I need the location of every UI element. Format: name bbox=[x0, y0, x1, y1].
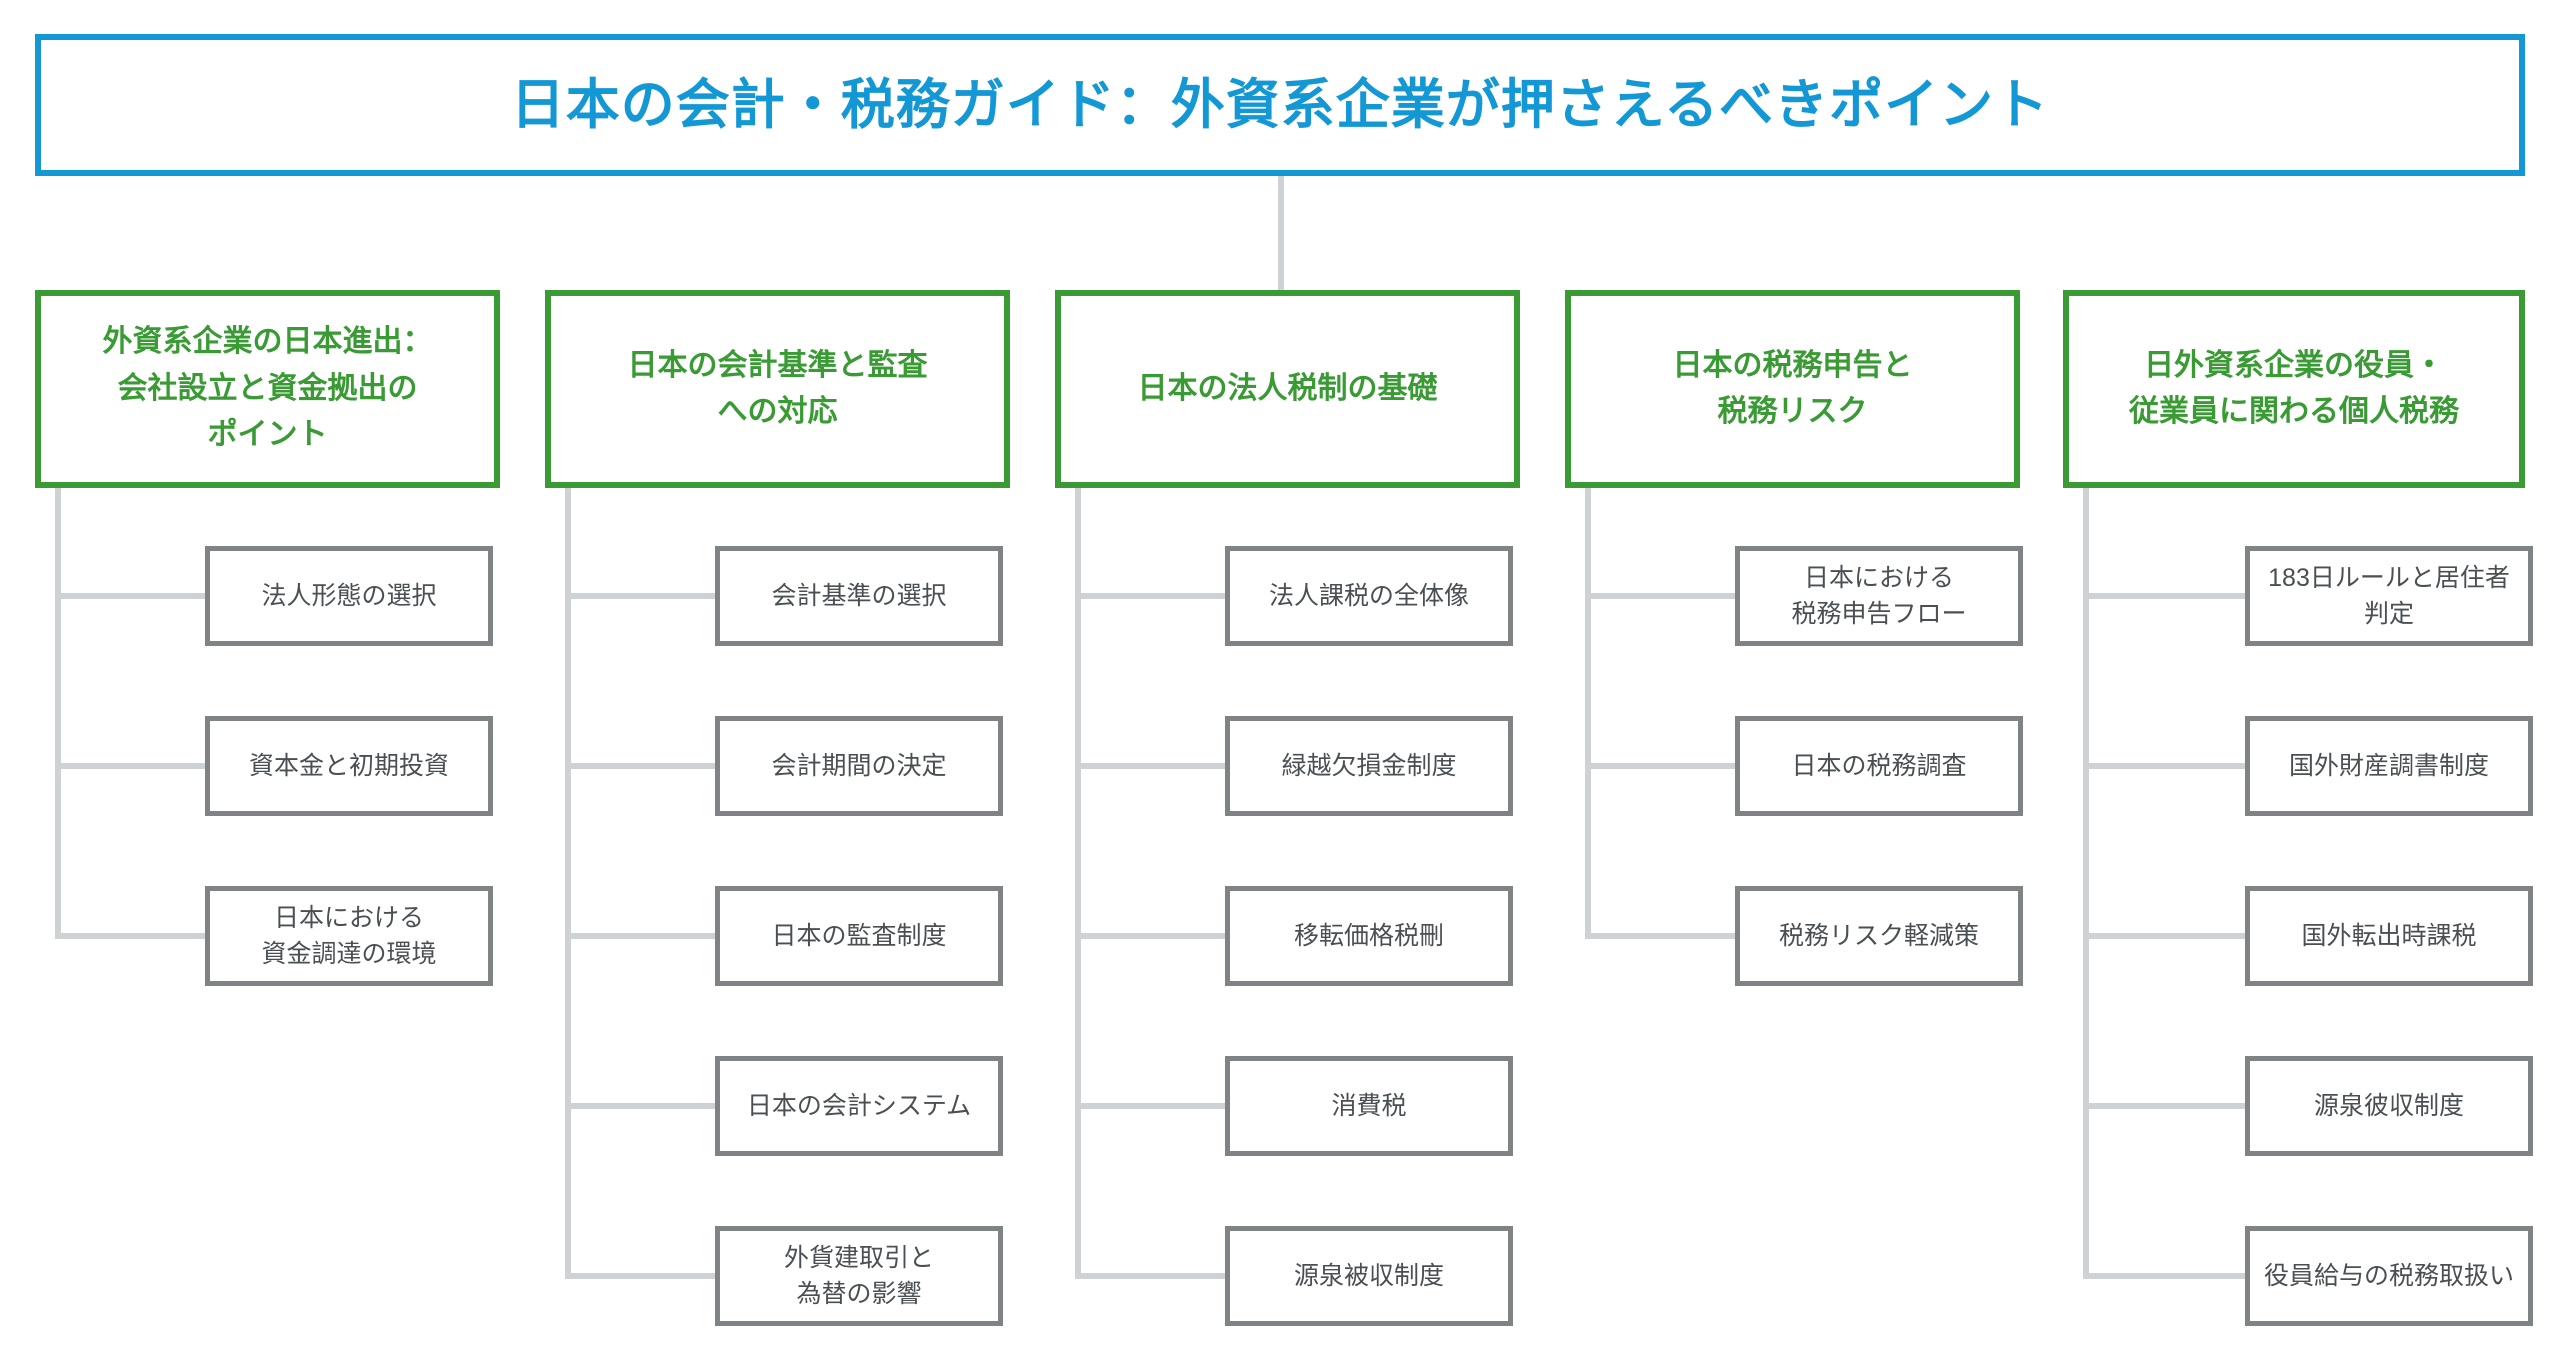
leaf-label: 国外転出時課税 bbox=[2301, 921, 2477, 950]
leaf-connector-line bbox=[1075, 593, 1225, 599]
leaf-connector-line bbox=[565, 1103, 715, 1109]
leaf-box[interactable]: 183日ルールと居住者判定 bbox=[2245, 546, 2533, 646]
leaf-box[interactable]: 国外転出時課税 bbox=[2245, 886, 2533, 986]
leaf-box[interactable]: 緑越欠損金制度 bbox=[1225, 716, 1513, 816]
leaf-connector-line bbox=[2083, 933, 2245, 939]
leaf-box[interactable]: 税務リスク軽減策 bbox=[1735, 886, 2023, 986]
leaf-connector-line bbox=[55, 933, 205, 939]
leaf-box[interactable]: 日本の監査制度 bbox=[715, 886, 1003, 986]
leaf-box[interactable]: 会計期間の決定 bbox=[715, 716, 1003, 816]
leaf-label: 日本における資金調達の環境 bbox=[261, 903, 437, 968]
leaf-box[interactable]: 日本の会計システム bbox=[715, 1056, 1003, 1156]
leaf-label: 税務リスク軽減策 bbox=[1778, 921, 1979, 950]
branch-trunk-line-4 bbox=[1585, 488, 1591, 936]
chart-title-box: 日本の会計・税務ガイド：外資系企業が押さえるべきポイント bbox=[35, 34, 2525, 176]
leaf-box[interactable]: 国外財産調書制度 bbox=[2245, 716, 2533, 816]
leaf-label: 日本の監査制度 bbox=[771, 921, 947, 950]
leaf-label: 外貨建取引と為替の影響 bbox=[783, 1243, 934, 1308]
leaf-connector-line bbox=[1585, 763, 1735, 769]
leaf-connector-line bbox=[1075, 763, 1225, 769]
leaf-label: 会計期間の決定 bbox=[771, 751, 947, 780]
leaf-connector-line bbox=[565, 593, 715, 599]
leaf-label: 法人形態の選択 bbox=[261, 581, 437, 610]
leaf-label: 源泉被収制度 bbox=[1293, 1261, 1444, 1290]
leaf-label: 183日ルールと居住者判定 bbox=[2268, 563, 2510, 628]
branch-box-3[interactable]: 日本の法人税制の基礎 bbox=[1055, 290, 1520, 488]
leaf-label: 消費税 bbox=[1331, 1091, 1407, 1120]
leaf-box[interactable]: 会計基準の選択 bbox=[715, 546, 1003, 646]
leaf-connector-line bbox=[2083, 1103, 2245, 1109]
leaf-label: 役員給与の税務取扱い bbox=[2263, 1261, 2514, 1290]
leaf-connector-line bbox=[1075, 1273, 1225, 1279]
branch-trunk-line-3 bbox=[1075, 488, 1081, 1276]
branch-label-1: 外資系企業の日本進出：会社設立と資金拠出のポイント bbox=[102, 325, 433, 452]
branch-trunk-line-5 bbox=[2083, 488, 2089, 1276]
leaf-connector-line bbox=[2083, 1273, 2245, 1279]
branch-label-5: 日外資系企業の役員・従業員に関わる個人税務 bbox=[2129, 348, 2459, 429]
root-connector-line bbox=[1278, 176, 1284, 290]
leaf-box[interactable]: 源泉被収制度 bbox=[1225, 1226, 1513, 1326]
leaf-connector-line bbox=[55, 763, 205, 769]
branch-label-2: 日本の会計基準と監査への対応 bbox=[627, 348, 928, 429]
branch-box-5[interactable]: 日外資系企業の役員・従業員に関わる個人税務 bbox=[2063, 290, 2525, 488]
branch-label-4: 日本の税務申告と税務リスク bbox=[1672, 348, 1913, 429]
leaf-connector-line bbox=[565, 933, 715, 939]
leaf-box[interactable]: 法人形態の選択 bbox=[205, 546, 493, 646]
leaf-label: 日本の会計システム bbox=[746, 1091, 972, 1120]
leaf-connector-line bbox=[565, 763, 715, 769]
leaf-box[interactable]: 日本における税務申告フロー bbox=[1735, 546, 2023, 646]
leaf-box[interactable]: 外貨建取引と為替の影響 bbox=[715, 1226, 1003, 1326]
leaf-box[interactable]: 日本における資金調達の環境 bbox=[205, 886, 493, 986]
leaf-label: 源泉彼収制度 bbox=[2313, 1091, 2464, 1120]
leaf-box[interactable]: 役員給与の税務取扱い bbox=[2245, 1226, 2533, 1326]
leaf-connector-line bbox=[1585, 593, 1735, 599]
leaf-connector-line bbox=[1075, 1103, 1225, 1109]
leaf-connector-line bbox=[565, 1273, 715, 1279]
leaf-box[interactable]: 移転価格税刪 bbox=[1225, 886, 1513, 986]
leaf-label: 移転価格税刪 bbox=[1293, 921, 1444, 950]
leaf-connector-line bbox=[2083, 763, 2245, 769]
leaf-label: 法人課税の全体像 bbox=[1268, 581, 1469, 610]
leaf-connector-line bbox=[55, 593, 205, 599]
leaf-label: 緑越欠損金制度 bbox=[1281, 751, 1457, 780]
leaf-box[interactable]: 日本の税務調査 bbox=[1735, 716, 2023, 816]
leaf-connector-line bbox=[1075, 933, 1225, 939]
chart-title-text: 日本の会計・税務ガイド：外資系企業が押さえるべきポイント bbox=[510, 74, 2050, 135]
leaf-label: 日本における税務申告フロー bbox=[1791, 563, 1967, 628]
leaf-label: 日本の税務調査 bbox=[1791, 751, 1967, 780]
branch-box-4[interactable]: 日本の税務申告と税務リスク bbox=[1565, 290, 2020, 488]
leaf-label: 国外財産調書制度 bbox=[2288, 751, 2489, 780]
leaf-connector-line bbox=[1585, 933, 1735, 939]
branch-box-1[interactable]: 外資系企業の日本進出：会社設立と資金拠出のポイント bbox=[35, 290, 500, 488]
leaf-box[interactable]: 消費税 bbox=[1225, 1056, 1513, 1156]
branch-trunk-line-1 bbox=[55, 488, 61, 936]
leaf-label: 資本金と初期投資 bbox=[248, 751, 449, 780]
leaf-label: 会計基準の選択 bbox=[771, 581, 947, 610]
leaf-connector-line bbox=[2083, 593, 2245, 599]
leaf-box[interactable]: 源泉彼収制度 bbox=[2245, 1056, 2533, 1156]
branch-box-2[interactable]: 日本の会計基準と監査への対応 bbox=[545, 290, 1010, 488]
leaf-box[interactable]: 資本金と初期投資 bbox=[205, 716, 493, 816]
branch-trunk-line-2 bbox=[565, 488, 571, 1276]
branch-label-3: 日本の法人税制の基礎 bbox=[1137, 371, 1438, 405]
leaf-box[interactable]: 法人課税の全体像 bbox=[1225, 546, 1513, 646]
